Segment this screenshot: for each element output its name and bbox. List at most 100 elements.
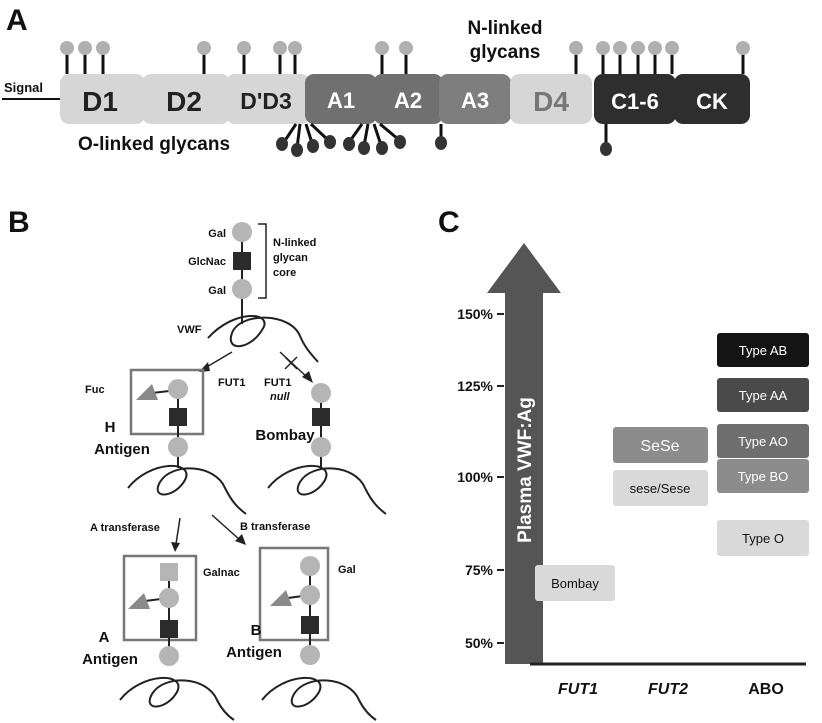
panel-b: B Gal GlcNac Gal N-linked glycan core VW… — [8, 206, 387, 721]
domain-ck — [674, 74, 750, 124]
domain-c1-6 — [594, 74, 676, 124]
vwf-domain-bar: D1 D2 D'D3 A1 A2 A3 D4 C1-6 CK — [60, 74, 750, 124]
box-type-ao-label: Type AO — [738, 434, 788, 449]
y-tick-100: 100% — [457, 469, 493, 485]
h-glcnac-square-icon — [169, 408, 187, 426]
glcnac-square-icon — [233, 252, 251, 270]
blocked-cross-icon — [284, 356, 298, 370]
panel-c-letter: C — [438, 206, 460, 239]
gal-b-label: Gal — [338, 564, 356, 576]
b-antigen-label-line1: B — [251, 622, 262, 639]
vwf-protein-squiggle-bombay — [267, 464, 387, 515]
box-type-aa-label: Type AA — [739, 388, 788, 403]
gal-mid-label: Gal — [208, 285, 226, 297]
fut1-null-label-line2: null — [270, 391, 290, 403]
box-bombay-label: Bombay — [551, 576, 599, 591]
panel-a: A Signal N-linked glycans — [2, 4, 750, 157]
a-antigen-box — [122, 554, 198, 642]
n-linked-glycan-markers — [60, 41, 750, 74]
x-label-fut1: FUT1 — [558, 681, 598, 698]
h-antigen-label-line1: H — [105, 419, 116, 436]
a-glcnac-square-icon — [160, 620, 178, 638]
b-transferase-label: B transferase — [240, 521, 310, 533]
domain-label-a2: A2 — [394, 88, 422, 113]
box-type-ao — [717, 424, 809, 458]
n-linked-label-line1: N-linked — [468, 18, 543, 39]
y-tick-150: 150% — [457, 306, 493, 322]
domain-label-d2: D2 — [166, 86, 202, 117]
h-base-circle-icon — [168, 437, 188, 457]
vwf-protein-squiggle-b — [261, 676, 377, 721]
o-linked-label: O-linked glycans — [78, 134, 230, 155]
core-label-line3: core — [273, 267, 296, 279]
box-bombay — [535, 565, 615, 601]
box-type-o — [717, 520, 809, 556]
a-gal-circle-icon — [159, 588, 179, 608]
y-tick-125: 125% — [457, 378, 493, 394]
fut1-arrow — [204, 351, 233, 369]
glcnac-label: GlcNac — [188, 256, 226, 268]
box-type-bo — [717, 459, 809, 493]
domain-a2 — [373, 74, 443, 124]
h-gal-circle-icon — [168, 379, 188, 399]
o-linked-glycan-markers — [276, 122, 612, 157]
x-label-fut2: FUT2 — [648, 681, 688, 698]
vwf-protein-squiggle-top — [207, 315, 319, 363]
panel-c: C Plasma VWF:Ag 150% 125% 100% 75% 50% F… — [438, 206, 809, 698]
domain-label-a3: A3 — [461, 88, 489, 113]
a-base-circle-icon — [159, 646, 179, 666]
vwf-label: VWF — [177, 324, 202, 336]
plasma-vwf-arrow — [487, 243, 561, 664]
domain-label-a1: A1 — [327, 88, 355, 113]
bombay-glcnac-square-icon — [312, 408, 330, 426]
y-axis-ticks: 150% 125% 100% 75% 50% — [457, 306, 504, 651]
domain-a1 — [305, 74, 377, 124]
box-sese-sese-label: sese/Sese — [630, 481, 691, 496]
fut1-null-label-line1: FUT1 — [264, 377, 292, 389]
box-type-bo-label: Type BO — [738, 469, 789, 484]
domain-label-d4: D4 — [533, 86, 569, 117]
a-antigen-label-line2: Antigen — [82, 651, 138, 668]
n-linked-label-line2: glycans — [470, 42, 541, 63]
h-fucose-triangle-icon — [136, 384, 158, 400]
panel-a-letter: A — [6, 4, 28, 37]
b-gal-circle-icon — [300, 585, 320, 605]
core-label-line2: glycan — [273, 252, 308, 264]
a-fucose-triangle-icon — [128, 593, 150, 609]
vwf-protein-squiggle-h — [127, 464, 247, 515]
box-sese-sese — [613, 470, 708, 506]
box-type-ab — [717, 333, 809, 367]
x-label-abo: ABO — [748, 681, 784, 698]
glycan-core-chain — [232, 222, 252, 324]
box-sese-label: SeSe — [640, 438, 679, 455]
box-type-ab-label: Type AB — [739, 343, 787, 358]
vwf-protein-squiggle-a — [119, 676, 235, 721]
core-bracket — [258, 223, 267, 299]
domain-a3 — [439, 74, 511, 124]
domain-label-c1-6: C1-6 — [611, 89, 659, 114]
box-sese — [613, 427, 708, 463]
b-antigen-label-line2: Antigen — [226, 644, 282, 661]
core-label-line1: N-linked — [273, 237, 316, 249]
box-type-aa — [717, 378, 809, 412]
box-type-o-label: Type O — [742, 531, 784, 546]
domain-d3 — [226, 74, 310, 124]
domain-label-d1: D1 — [82, 86, 118, 117]
b-glcnac-square-icon — [301, 616, 319, 634]
a-antigen-label-line1: A — [99, 629, 110, 646]
b-terminal-gal-circle-icon — [300, 556, 320, 576]
b-transferase-arrow — [211, 514, 241, 541]
domain-label-d3: D'D3 — [240, 88, 291, 114]
b-antigen-box — [258, 546, 330, 642]
h-antigen-label-line2: Antigen — [94, 441, 150, 458]
fuc-label: Fuc — [85, 384, 105, 396]
signal-label: Signal — [4, 80, 43, 95]
domain-label-ck: CK — [696, 89, 728, 114]
a-galnac-square-icon — [160, 563, 178, 581]
b-fucose-triangle-icon — [270, 590, 292, 606]
a-transferase-label: A transferase — [90, 522, 160, 534]
domain-d1 — [60, 74, 145, 124]
bombay-gal-circle-icon — [311, 383, 331, 403]
h-antigen-box — [129, 368, 205, 436]
